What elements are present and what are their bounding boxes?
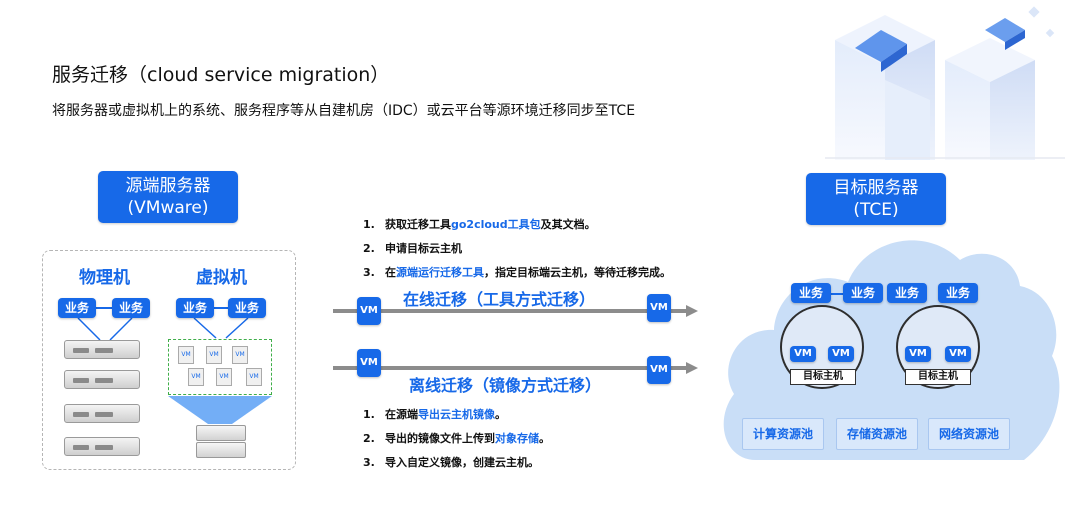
online-step-3: 3.在源端运行迁移工具，指定目标端云主机，等待迁移完成。 bbox=[363, 266, 671, 279]
mini-vm-3: VM bbox=[232, 346, 248, 364]
source-server-badge: 源端服务器 (VMware) bbox=[98, 171, 238, 223]
physical-server-rack-4 bbox=[64, 437, 140, 456]
mini-vm-2: VM bbox=[206, 346, 222, 364]
mini-vm-4: VM bbox=[188, 368, 204, 386]
virtual-connector-lines bbox=[193, 307, 249, 339]
virtual-machine-title: 虚拟机 bbox=[196, 268, 247, 288]
target-biz-chip-3: 业务 bbox=[887, 283, 927, 303]
mini-vm-6: VM bbox=[246, 368, 262, 386]
source-badge-line1: 源端服务器 bbox=[125, 176, 211, 196]
offline-migration-label: 离线迁移（镜像方式迁移） bbox=[409, 376, 602, 395]
virtual-vm-cluster bbox=[168, 339, 272, 395]
offline-arrow-head bbox=[686, 362, 698, 374]
storage-resource-pool: 存储资源池 bbox=[836, 418, 918, 450]
virtual-biz-chip-1: 业务 bbox=[176, 298, 214, 318]
offline-vm-target-chip: VM bbox=[647, 356, 671, 384]
offline-steps-list: 1.在源端导出云主机镜像。 2.导出的镜像文件上传到对象存储。 3.导入自定义镜… bbox=[363, 406, 663, 469]
target-host-2-vm-1: VM bbox=[905, 346, 931, 362]
target-badge-line1: 目标服务器 bbox=[833, 178, 919, 198]
page-title: 服务迁移（cloud service migration） bbox=[52, 64, 390, 86]
network-resource-pool: 网络资源池 bbox=[928, 418, 1010, 450]
mini-vm-5: VM bbox=[216, 368, 232, 386]
hypervisor-server-2 bbox=[196, 442, 246, 458]
target-host-1-vm-1: VM bbox=[790, 346, 816, 362]
online-steps-list: 1.获取迁移工具go2cloud工具包及其文档。 2.申请目标云主机 3.在源端… bbox=[363, 216, 743, 279]
online-vm-target-chip: VM bbox=[647, 294, 671, 322]
physical-machine-title: 物理机 bbox=[79, 268, 130, 288]
physical-biz-chip-2: 业务 bbox=[112, 298, 150, 318]
physical-server-rack-3 bbox=[64, 404, 140, 423]
hypervisor-funnel bbox=[168, 396, 272, 424]
offline-vm-source-chip: VM bbox=[357, 349, 381, 377]
page-subtitle: 将服务器或虚拟机上的系统、服务程序等从自建机房（IDC）或云平台等源环境迁移同步… bbox=[52, 103, 636, 119]
online-step-2: 2.申请目标云主机 bbox=[363, 242, 462, 255]
target-server-badge: 目标服务器 (TCE) bbox=[806, 173, 946, 225]
target-host-2-vm-2: VM bbox=[945, 346, 971, 362]
target-host-2-label: 目标主机 bbox=[905, 369, 971, 385]
online-step-1: 1.获取迁移工具go2cloud工具包及其文档。 bbox=[363, 218, 596, 231]
offline-step-2: 2.导出的镜像文件上传到对象存储。 bbox=[363, 432, 550, 445]
online-arrow-line bbox=[333, 309, 688, 313]
compute-resource-pool: 计算资源池 bbox=[742, 418, 824, 450]
target-host-1-vm-2: VM bbox=[828, 346, 854, 362]
target-biz-chip-1: 业务 bbox=[791, 283, 831, 303]
physical-server-rack-1 bbox=[64, 340, 140, 359]
physical-biz-chip-1: 业务 bbox=[58, 298, 96, 318]
offline-step-1: 1.在源端导出云主机镜像。 bbox=[363, 408, 506, 421]
online-migration-label: 在线迁移（工具方式迁移） bbox=[403, 290, 596, 309]
physical-connector-lines bbox=[77, 307, 133, 341]
source-environment-box bbox=[42, 250, 296, 470]
target-biz-chip-4: 业务 bbox=[938, 283, 978, 303]
physical-server-rack-2 bbox=[64, 370, 140, 389]
source-badge-line2: (VMware) bbox=[127, 198, 209, 218]
offline-arrow-line bbox=[333, 366, 688, 370]
hypervisor-server-1 bbox=[196, 425, 246, 441]
cloud-blocks-illustration bbox=[825, 6, 1065, 160]
target-host-1-label: 目标主机 bbox=[790, 369, 856, 385]
online-vm-source-chip: VM bbox=[357, 297, 381, 325]
mini-vm-1: VM bbox=[178, 346, 194, 364]
virtual-biz-chip-2: 业务 bbox=[228, 298, 266, 318]
target-biz-chip-2: 业务 bbox=[843, 283, 883, 303]
target-badge-line2: (TCE) bbox=[853, 200, 899, 220]
offline-step-3: 3.导入自定义镜像，创建云主机。 bbox=[363, 456, 539, 469]
online-arrow-head bbox=[686, 305, 698, 317]
